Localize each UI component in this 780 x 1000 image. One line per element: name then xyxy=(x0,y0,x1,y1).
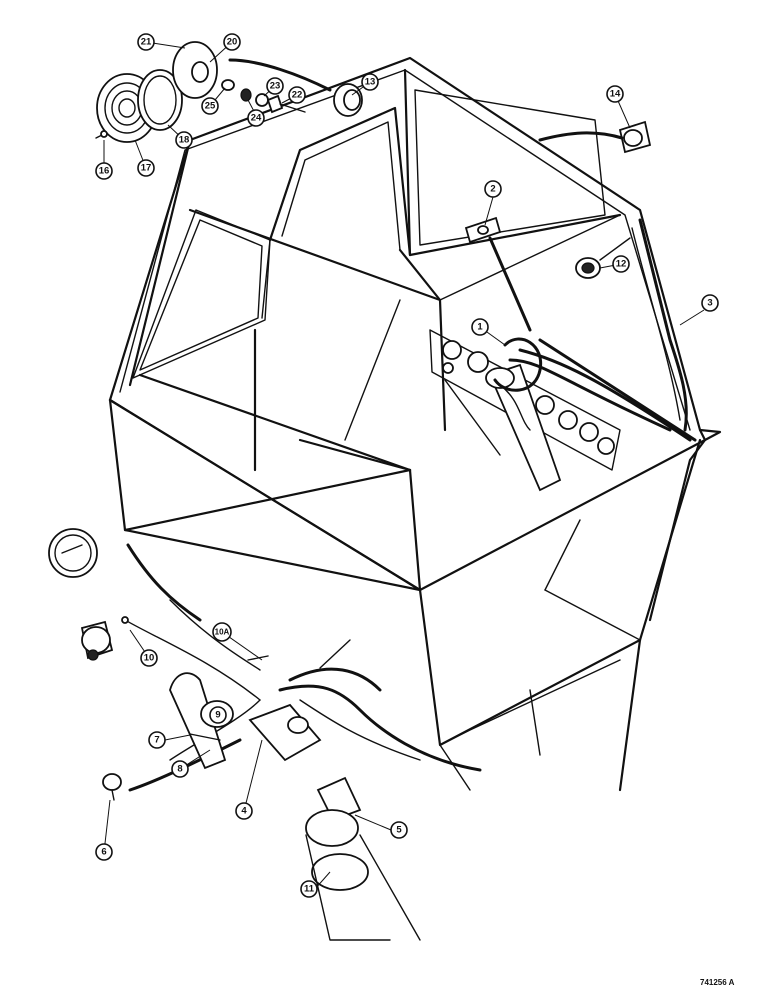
callout-10: 10 xyxy=(140,649,158,667)
svg-text:10: 10 xyxy=(144,653,155,664)
callout-25: 25 xyxy=(201,97,219,115)
callout-14: 14 xyxy=(606,85,624,103)
callout-11: 11 xyxy=(300,880,318,898)
callout-8: 8 xyxy=(171,760,189,778)
svg-text:4: 4 xyxy=(241,806,247,817)
callout-13: 13 xyxy=(361,73,379,91)
callout-3: 3 xyxy=(701,294,719,312)
svg-text:14: 14 xyxy=(610,89,621,100)
dome-light xyxy=(575,237,631,279)
callout-7: 7 xyxy=(148,731,166,749)
gauge-3 xyxy=(579,422,599,442)
gauge-dial xyxy=(48,528,98,578)
callout-24: 24 xyxy=(247,109,265,127)
svg-text:13: 13 xyxy=(365,77,376,88)
callout-12: 12 xyxy=(612,255,630,273)
svg-text:21: 21 xyxy=(141,37,152,48)
callout-10a: 10A xyxy=(212,622,232,642)
drawing-reference: 741256 A xyxy=(700,978,735,987)
callout-16: 16 xyxy=(95,162,113,180)
svg-text:6: 6 xyxy=(101,847,106,858)
gauge-4 xyxy=(597,437,615,455)
callout-23: 23 xyxy=(266,77,284,95)
svg-text:20: 20 xyxy=(227,37,238,48)
callout-2: 2 xyxy=(484,180,502,198)
callout-6: 6 xyxy=(95,843,113,861)
svg-text:12: 12 xyxy=(616,259,627,270)
gauge-2 xyxy=(558,410,578,430)
callout-9: 9 xyxy=(209,706,227,724)
svg-text:5: 5 xyxy=(396,825,402,836)
svg-text:10A: 10A xyxy=(215,628,230,637)
callout-21: 21 xyxy=(137,33,155,51)
svg-text:18: 18 xyxy=(179,135,190,146)
callout-20: 20 xyxy=(223,33,241,51)
switch-plate xyxy=(538,120,652,154)
steering-column xyxy=(488,363,562,492)
callout-5: 5 xyxy=(390,821,408,839)
instrument-panel xyxy=(429,329,692,492)
callouts: 1 2 3 4 5 6 7 8 9 10 10A 11 12 13 14 16 … xyxy=(95,33,719,898)
headlamp-assembly xyxy=(95,41,332,143)
svg-text:22: 22 xyxy=(292,90,303,101)
svg-text:8: 8 xyxy=(177,764,182,775)
roof-lamp xyxy=(333,83,363,117)
ignition-switch xyxy=(248,703,322,762)
svg-text:2: 2 xyxy=(490,184,495,195)
callout-22: 22 xyxy=(288,86,306,104)
svg-text:23: 23 xyxy=(270,81,281,92)
svg-text:9: 9 xyxy=(215,710,220,721)
callout-17: 17 xyxy=(137,159,155,177)
svg-text:24: 24 xyxy=(251,113,262,124)
svg-text:17: 17 xyxy=(141,163,152,174)
roof-harness xyxy=(538,218,697,442)
lower-components xyxy=(48,528,482,941)
svg-text:3: 3 xyxy=(707,298,712,309)
svg-text:11: 11 xyxy=(304,884,315,895)
cab-body xyxy=(108,56,722,792)
callout-18: 18 xyxy=(175,131,193,149)
svg-text:1: 1 xyxy=(477,322,483,333)
svg-text:7: 7 xyxy=(154,735,159,746)
svg-text:25: 25 xyxy=(205,101,216,112)
callout-1: 1 xyxy=(471,318,489,336)
callout-4: 4 xyxy=(235,802,253,820)
svg-text:16: 16 xyxy=(99,166,110,177)
gauge-1 xyxy=(535,395,555,415)
